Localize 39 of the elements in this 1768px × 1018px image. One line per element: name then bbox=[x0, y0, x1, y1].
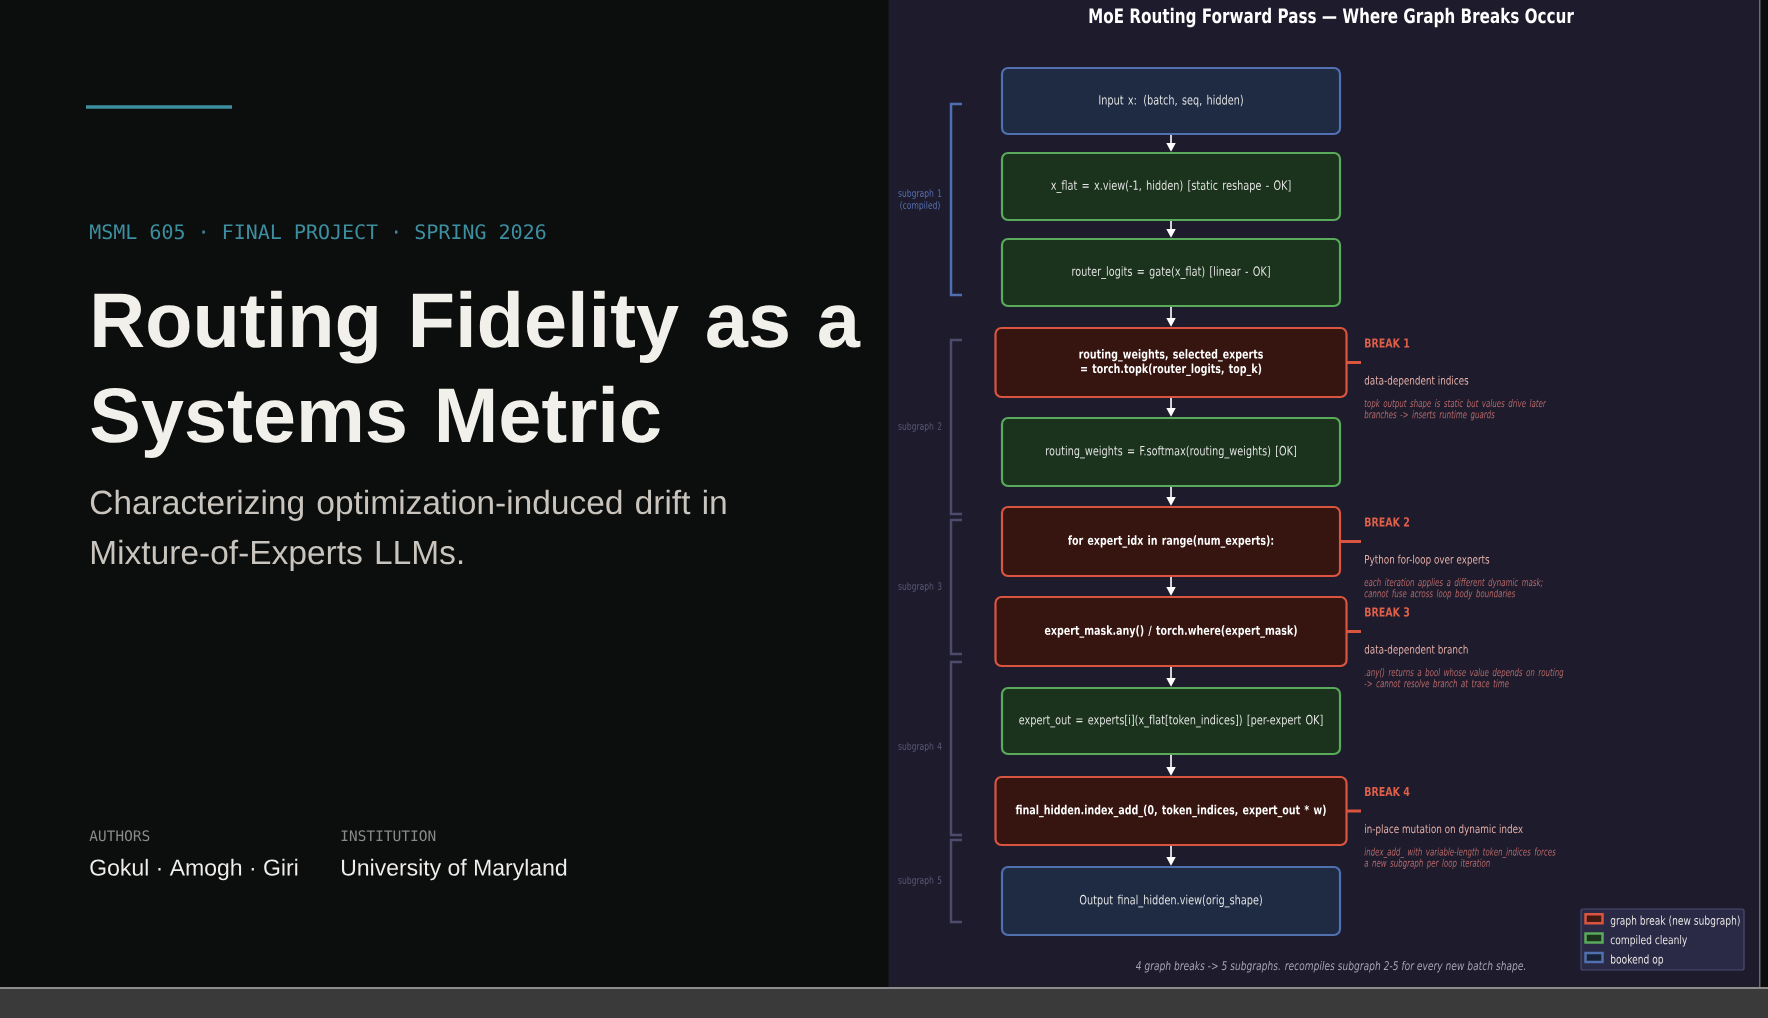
break-note: index_add_ with variable-length token_indices forces a new subgraph per loop iteration bbox=[1364, 847, 1556, 869]
subtitle: Characterizing optimization-induced drift in Mixture-of-Experts LLMs. bbox=[90, 489, 726, 571]
process-box: Input x: (batch, seq, hidden) bbox=[1000, 66, 1342, 136]
break-note: topk output shape is static but values drive later branches -> inserts runtime guards bbox=[1364, 399, 1547, 421]
subgraph-label: subgraph 3 bbox=[898, 582, 942, 592]
break-label: BREAK 3 bbox=[1365, 607, 1410, 617]
process-box: routing_weights, selected_experts = torch.topk(router_logits, top_k) bbox=[994, 326, 1348, 399]
legend-label: bookend op bbox=[1611, 954, 1664, 966]
legend-label: compiled cleanly bbox=[1610, 935, 1688, 947]
break-label: BREAK 2 bbox=[1365, 517, 1410, 527]
author-names: Gokul · Amogh · Giri bbox=[90, 858, 298, 881]
process-box: for expert_idx in range(num_experts): bbox=[1000, 505, 1342, 578]
caption: 4 graph breaks -> 5 subgraphs. recompiles subgraph 2-5 for every new batch shape. bbox=[1135, 960, 1526, 973]
course-label: MSML 605 · FINAL PROJECT · SPRING 2026 bbox=[90, 224, 546, 240]
process-box: final_hidden.index_add_(0, token_indices, expert_out * w) bbox=[994, 775, 1348, 847]
process-box: x_flat = x.view(-1, hidden) [static reshape - OK] bbox=[1000, 151, 1342, 222]
break-note: .any() returns a bool whose value depends on routing -> cannot resolve branch at trace time bbox=[1364, 668, 1564, 688]
field-label: AUTHORS bbox=[89, 830, 150, 842]
process-box: routing_weights = F.softmax(routing_weights) [OK] bbox=[1000, 416, 1342, 488]
slide-title: Routing Fidelity as a Systems Metric bbox=[91, 290, 861, 459]
break-label: BREAK 4 bbox=[1365, 786, 1410, 796]
process-box: expert_out = experts[i](x_flat[token_indices]) [per-expert OK] bbox=[1000, 686, 1342, 756]
subgraph-label: subgraph 5 bbox=[898, 876, 942, 886]
break-reason: Python for-loop over experts bbox=[1365, 554, 1490, 566]
break-note: each iteration applies a different dynamic mask; cannot fuse across loop body boundaries bbox=[1364, 578, 1543, 600]
process-box: router_logits = gate(x_flat) [linear - OK] bbox=[1000, 237, 1342, 308]
subgraph-label: subgraph 2 bbox=[898, 422, 942, 432]
field-label: INSTITUTION bbox=[341, 830, 436, 842]
subgraph-label: subgraph 4 bbox=[898, 742, 942, 752]
break-label: BREAK 1 bbox=[1365, 338, 1410, 348]
institution-name: University of Maryland bbox=[342, 858, 567, 881]
break-reason: data-dependent branch bbox=[1364, 644, 1468, 656]
chart-title: MoE Routing Forward Pass — Where Graph Breaks Occur bbox=[1089, 7, 1574, 28]
break-reason: data-dependent indices bbox=[1364, 375, 1469, 387]
process-box: expert_mask.any() / torch.where(expert_mask) bbox=[994, 595, 1348, 668]
legend-label: graph break (new subgraph) bbox=[1610, 915, 1740, 928]
process-box: Output final_hidden.view(orig_shape) bbox=[1000, 865, 1342, 937]
subgraph-label: subgraph 1 (compiled) bbox=[898, 189, 942, 211]
break-reason: in-place mutation on dynamic index bbox=[1365, 824, 1523, 836]
